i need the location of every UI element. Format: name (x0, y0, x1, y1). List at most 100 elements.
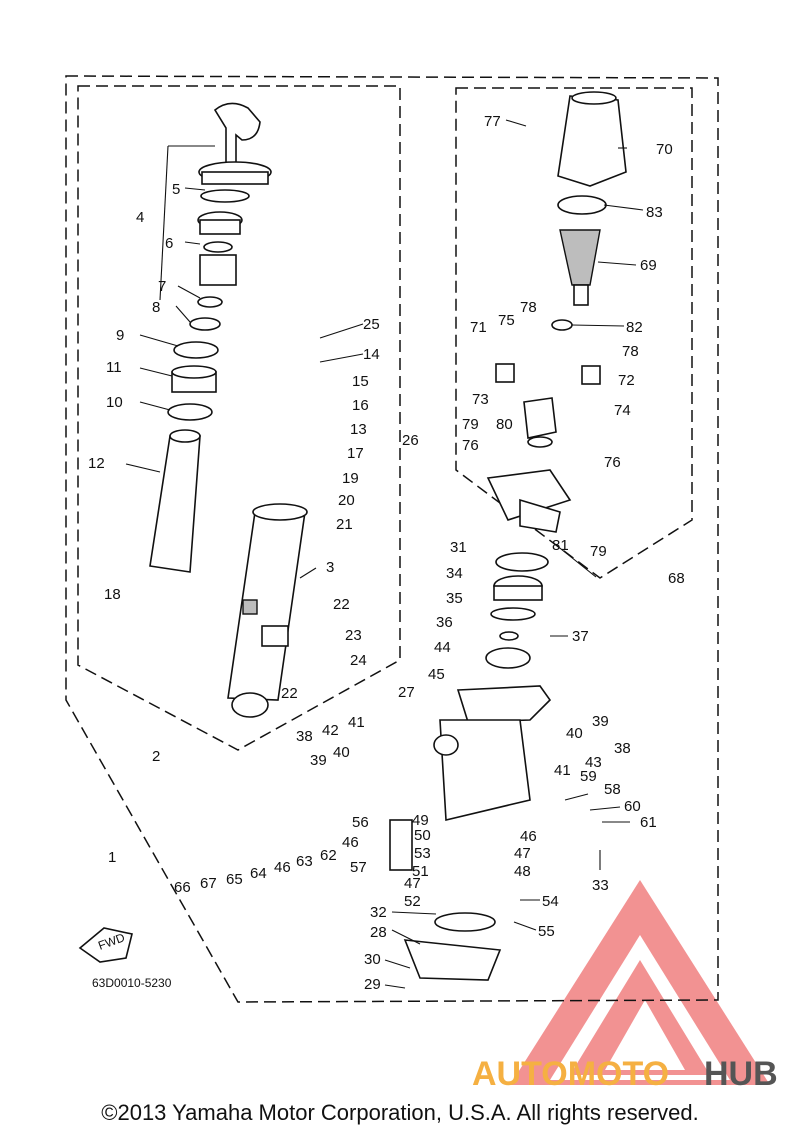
callout-81: 81 (552, 537, 569, 554)
motor-assembly (486, 91, 627, 533)
callout-37: 37 (572, 628, 589, 645)
callout-62: 62 (320, 847, 337, 864)
callout-72: 72 (618, 372, 635, 389)
callout-16: 16 (352, 397, 369, 414)
diagram-code: 63D0010-5230 (92, 976, 172, 990)
callout-39b: 39 (592, 713, 609, 730)
callout-10: 10 (106, 394, 123, 411)
callout-43: 43 (585, 754, 602, 771)
callout-15: 15 (352, 373, 369, 390)
callout-41a: 41 (348, 714, 365, 731)
callout-67: 67 (200, 875, 217, 892)
callout-47a: 47 (404, 875, 421, 892)
callout-49: 49 (412, 812, 429, 829)
callout-65: 65 (226, 871, 243, 888)
callout-35: 35 (446, 590, 463, 607)
callout-36: 36 (436, 614, 453, 631)
callout-50: 50 (414, 827, 431, 844)
copyright-notice: ©2013 Yamaha Motor Corporation, U.S.A. A… (101, 1100, 699, 1125)
fwd-arrow-icon: FWD (78, 927, 133, 963)
callout-54: 54 (542, 893, 559, 910)
callout-46c: 46 (520, 828, 537, 845)
callout-26: 26 (402, 432, 419, 449)
callout-66: 66 (174, 879, 191, 896)
assembly-boundary-1 (65, 75, 719, 1003)
callout-61: 61 (640, 814, 657, 831)
callout-59: 59 (580, 768, 597, 785)
callout-31: 31 (450, 539, 467, 556)
callout-22a: 22 (333, 596, 350, 613)
callout-17: 17 (347, 445, 364, 462)
callout-32: 32 (370, 904, 387, 921)
callout-78a: 78 (520, 299, 537, 316)
callout-22b: 22 (281, 685, 298, 702)
callout-11: 11 (106, 359, 122, 376)
callout-51: 51 (412, 863, 429, 880)
callout-48: 48 (514, 863, 531, 880)
callout-2: 2 (152, 748, 160, 765)
callout-21: 21 (336, 516, 353, 533)
callout-55: 55 (538, 923, 555, 940)
pump-housing-assembly (389, 552, 552, 981)
callout-83: 83 (646, 204, 663, 221)
callout-13: 13 (350, 421, 367, 438)
callout-30: 30 (364, 951, 381, 968)
callout-9: 9 (116, 327, 124, 344)
callout-3: 3 (326, 559, 334, 576)
callout-71: 71 (470, 319, 487, 336)
callout-41b: 41 (554, 762, 571, 779)
callout-23: 23 (345, 627, 362, 644)
watermark-brand-1: AUTOMOTO (472, 1055, 669, 1093)
callout-56: 56 (352, 814, 369, 831)
callout-47b: 47 (514, 845, 531, 862)
callout-6: 6 (165, 235, 173, 252)
callout-38a: 38 (296, 728, 313, 745)
callout-29: 29 (364, 976, 381, 993)
callout-58: 58 (604, 781, 621, 798)
callout-46b: 46 (274, 859, 291, 876)
assembly-boundary-68 (455, 87, 693, 579)
callout-73: 73 (472, 391, 489, 408)
callout-40b: 40 (566, 725, 583, 742)
cylinder-3 (227, 503, 308, 718)
callout-79b: 79 (590, 543, 607, 560)
watermark-logo (510, 880, 770, 1085)
callout-60: 60 (624, 798, 641, 815)
callout-75: 75 (498, 312, 515, 329)
callout-80: 80 (496, 416, 513, 433)
callout-24: 24 (350, 652, 367, 669)
callout-33: 33 (592, 877, 609, 894)
callout-44: 44 (434, 639, 451, 656)
callout-27: 27 (398, 684, 415, 701)
watermark-brand-2: HUB (704, 1055, 778, 1093)
callout-42: 42 (322, 722, 339, 739)
callout-1: 1 (108, 849, 116, 866)
callout-14: 14 (363, 346, 380, 363)
callout-76a: 76 (462, 437, 479, 454)
callout-28: 28 (370, 924, 387, 941)
callout-7: 7 (158, 278, 166, 295)
callout-64: 64 (250, 865, 267, 882)
callout-labels: 1 2 3 4 5 6 7 8 9 10 11 12 13 14 15 16 1… (88, 113, 685, 993)
leader-lines (125, 119, 644, 989)
callout-25: 25 (363, 316, 380, 333)
callout-46a: 46 (342, 834, 359, 851)
callout-82: 82 (626, 319, 643, 336)
callout-63: 63 (296, 853, 313, 870)
callout-68: 68 (668, 570, 685, 587)
callout-53: 53 (414, 845, 431, 862)
callout-52: 52 (404, 893, 421, 910)
callout-39a: 39 (310, 752, 327, 769)
callout-34: 34 (446, 565, 463, 582)
callout-19: 19 (342, 470, 359, 487)
assembly-boundary-2 (77, 85, 401, 751)
callout-40a: 40 (333, 744, 350, 761)
callout-74: 74 (614, 402, 631, 419)
callout-5: 5 (172, 181, 180, 198)
tilt-rod-assembly (149, 102, 272, 573)
callout-45: 45 (428, 666, 445, 683)
callout-79a: 79 (462, 416, 479, 433)
callout-4: 4 (136, 209, 144, 226)
callout-8: 8 (152, 299, 160, 316)
